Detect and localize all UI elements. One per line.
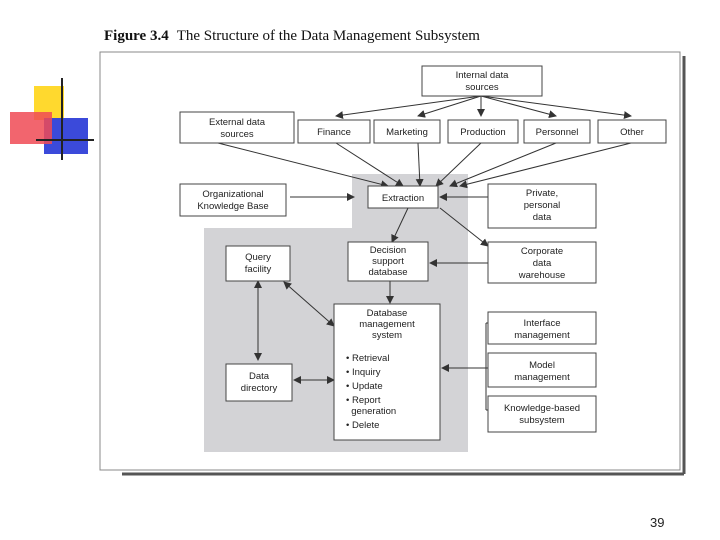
- corporate-label-3: warehouse: [518, 270, 565, 281]
- slide-number: 39: [650, 515, 665, 530]
- external-sources-label-1: External data: [209, 117, 266, 128]
- knowledge-label-1: Knowledge-based: [504, 403, 580, 414]
- finance-label: Finance: [317, 127, 351, 138]
- private-label-2: personal: [524, 200, 560, 211]
- decorative-logo-icon: [10, 78, 94, 160]
- extraction-box: [367, 185, 439, 209]
- dbms-label-2: management: [359, 319, 415, 330]
- corporate-box: [487, 241, 597, 284]
- dss-db-label-1: Decision: [370, 245, 406, 256]
- figure-title-text: The Structure of the Data Management Sub…: [176, 28, 480, 44]
- other-label: Other: [620, 127, 644, 138]
- internal-sources-label-2: sources: [465, 82, 499, 93]
- figure-title: Figure 3.4 The Structure of the Data Mana…: [104, 28, 480, 45]
- external-sources-label-2: sources: [220, 129, 254, 140]
- model-box: [487, 352, 597, 388]
- model-label-2: management: [514, 372, 570, 383]
- marketing-label: Marketing: [386, 127, 428, 138]
- data-management-diagram: Internal data sources External data sour…: [99, 51, 686, 476]
- dbms-label-1: Database: [367, 308, 408, 319]
- knowledge-label-2: subsystem: [519, 415, 564, 426]
- other-box: [597, 119, 667, 144]
- dbms-bullet-update: • Update: [346, 381, 383, 392]
- query-label-1: Query: [245, 252, 271, 263]
- private-label-1: Private,: [526, 188, 558, 199]
- internal-sources-label-1: Internal data: [456, 70, 510, 81]
- dss-db-label-3: database: [368, 267, 407, 278]
- query-facility-box: [225, 245, 291, 282]
- dbms-bullet-inquiry: • Inquiry: [346, 367, 381, 378]
- personnel-label: Personnel: [536, 127, 579, 138]
- data-directory-label-1: Data: [249, 371, 270, 382]
- data-directory-label-2: directory: [241, 383, 278, 394]
- corporate-label-1: Corporate: [521, 246, 563, 257]
- external-sources-box: [179, 111, 295, 144]
- data-directory-box: [225, 363, 293, 402]
- figure-label: Figure 3.4: [104, 28, 169, 44]
- private-label-3: data: [533, 212, 552, 223]
- dbms-box: [333, 303, 441, 441]
- dbms-label-3: system: [372, 330, 402, 341]
- dss-db-box: [347, 241, 429, 282]
- marketing-box: [373, 119, 441, 144]
- corporate-label-2: data: [533, 258, 552, 269]
- org-kb-label-2: Knowledge Base: [197, 201, 268, 212]
- interface-label-2: management: [514, 330, 570, 341]
- knowledge-box: [487, 395, 597, 433]
- org-kb-label-1: Organizational: [202, 189, 263, 200]
- query-label-2: facility: [245, 264, 272, 275]
- dbms-bullet-retrieval: • Retrieval: [346, 353, 389, 364]
- production-box: [447, 119, 519, 144]
- extraction-label: Extraction: [382, 193, 424, 204]
- dss-db-label-2: support: [372, 256, 404, 267]
- dbms-bullet-generation: generation: [346, 406, 396, 417]
- org-kb-box: [179, 183, 287, 217]
- dbms-bullet-delete: • Delete: [346, 420, 379, 431]
- dbms-bullet-report: • Report: [346, 395, 381, 406]
- personnel-box: [523, 119, 591, 144]
- private-data-box: [487, 183, 597, 229]
- internal-sources-box: [421, 65, 543, 97]
- model-label-1: Model: [529, 360, 555, 371]
- finance-box: [297, 119, 371, 144]
- production-label: Production: [460, 127, 505, 138]
- interface-label-1: Interface: [524, 318, 561, 329]
- interface-box: [487, 311, 597, 345]
